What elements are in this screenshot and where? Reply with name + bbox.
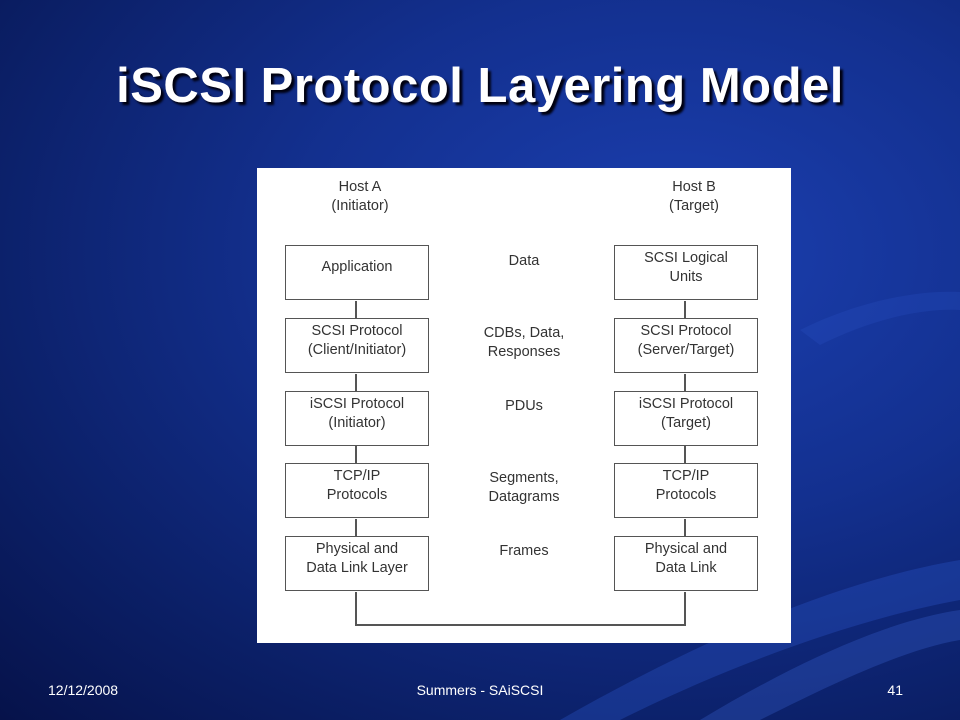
right-connector [684,446,686,463]
host-b-heading: Host B (Target) [619,178,769,216]
right-connector [684,301,686,318]
footer-date: 12/12/2008 [48,682,119,698]
left-connector [355,519,357,536]
unit-label-pdus: PDUs [505,398,543,414]
layering-diagram: Host A (Initiator) Host B (Target) Appli… [257,168,791,643]
host-a-layer-physical: Physical and Data Link Layer [285,536,429,591]
left-connector [355,374,357,391]
left-connector [355,301,357,318]
unit-label-segments: Segments, Datagrams [488,470,560,505]
physical-link-left [355,592,357,625]
host-b-layer-tcpip: TCP/IP Protocols [614,463,758,518]
host-a-role: (Initiator) [331,198,389,214]
host-b-name: Host B [672,179,716,195]
host-a-name: Host A [338,179,382,195]
right-connector [684,519,686,536]
left-connector [355,446,357,463]
host-b-layer-physical: Physical and Data Link [614,536,758,591]
unit-label-data: Data [508,253,540,269]
unit-label-cdbs: CDBs, Data, Responses [483,325,565,360]
host-a-layer-iscsi: iSCSI Protocol (Initiator) [285,391,429,446]
host-a-heading: Host A (Initiator) [285,178,435,216]
host-a-layer-application: Application [285,245,429,300]
host-b-layer-iscsi: iSCSI Protocol (Target) [614,391,758,446]
host-b-role: (Target) [669,198,719,214]
unit-label-frames: Frames [499,543,549,559]
footer-center-text: Summers - SAiSCSI [416,682,544,698]
host-b-layer-logical-units: SCSI Logical Units [614,245,758,300]
physical-link-bottom [355,624,686,626]
physical-link-right [684,592,686,625]
right-connector [684,374,686,391]
host-a-layer-tcpip: TCP/IP Protocols [285,463,429,518]
host-a-layer-scsi: SCSI Protocol (Client/Initiator) [285,318,429,373]
page-number: 41 [887,682,903,698]
slide-title: iSCSI Protocol Layering Model [116,59,844,113]
host-b-layer-scsi: SCSI Protocol (Server/Target) [614,318,758,373]
